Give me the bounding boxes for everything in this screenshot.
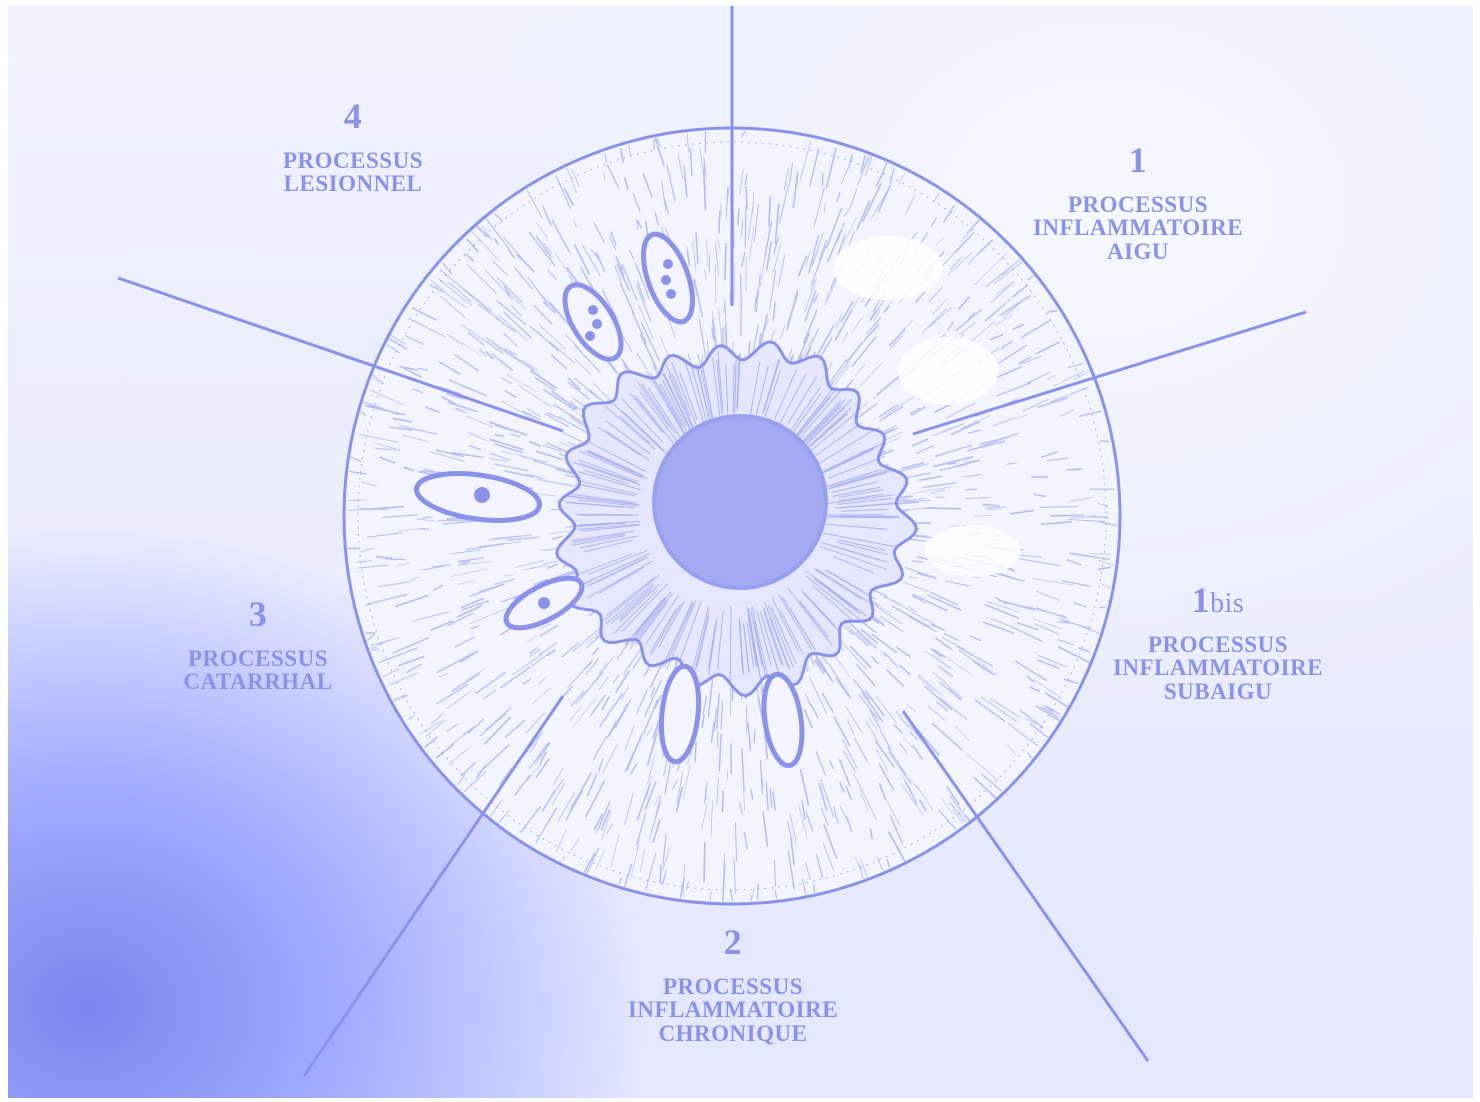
lacuna-dot	[592, 319, 602, 329]
sector-label-3: 3 PROCESSUS CATARRHAL	[153, 596, 363, 694]
light-patch	[898, 337, 998, 405]
lacuna-dot	[666, 289, 676, 299]
iris-fibre	[723, 792, 724, 812]
sector-label-2: 2 PROCESSUS INFLAMMATOIRE CHRONIQUE	[598, 924, 868, 1045]
iris-fibre	[1071, 517, 1096, 518]
sector-3-line-2: CATARRHAL	[153, 670, 363, 693]
sector-label-1: 1 PROCESSUS INFLAMMATOIRE AIGU	[1018, 142, 1258, 263]
sector-1bis-line-2: INFLAMMATOIRE	[1093, 656, 1343, 679]
sector-2-line-1: PROCESSUS	[598, 975, 868, 998]
light-patch	[833, 236, 943, 300]
light-patch	[925, 525, 1021, 577]
pupil	[654, 416, 826, 588]
collarette-fibre	[576, 514, 638, 515]
sector-1-line-2: INFLAMMATOIRE	[1018, 216, 1258, 239]
lacuna-dot	[661, 275, 671, 285]
sector-1bis-line-3: SUBAIGU	[1093, 680, 1343, 703]
iris-fibre	[733, 214, 734, 248]
iris-fibre	[386, 559, 405, 560]
sector-2-line-2: INFLAMMATOIRE	[598, 998, 868, 1021]
sector-number-1bis: 1bis	[1093, 582, 1343, 619]
iris-fibre	[1069, 469, 1079, 470]
sector-1bis-line-1: PROCESSUS	[1093, 633, 1343, 656]
collarette-fibre	[827, 515, 883, 516]
sector-number-1: 1	[1018, 142, 1258, 179]
lacuna-dot	[663, 259, 673, 269]
sector-label-1bis: 1bis PROCESSUS INFLAMMATOIRE SUBAIGU	[1093, 582, 1343, 703]
lacuna-dot	[585, 331, 595, 341]
iris-fibre	[758, 884, 759, 900]
lacuna-dot	[474, 487, 490, 503]
iris-fibre	[706, 789, 707, 799]
lacuna-dot	[538, 597, 550, 609]
iris-fibre	[704, 843, 705, 882]
sector-number-2: 2	[598, 924, 868, 961]
iris-fibre	[745, 206, 746, 246]
sector-4-line-2: LESIONNEL	[263, 172, 443, 195]
sector-1-line-3: AIGU	[1018, 240, 1258, 263]
collarette-fibre	[733, 365, 734, 415]
sector-label-4: 4 PROCESSUS LESIONNEL	[263, 98, 443, 196]
lacuna-dot	[588, 305, 598, 315]
iris-fibre	[754, 730, 755, 742]
sector-1-line-1: PROCESSUS	[1018, 193, 1258, 216]
sector-number-3: 3	[153, 596, 363, 633]
diagram-sheet: 4 PROCESSUS LESIONNEL 1 PROCESSUS INFLAM…	[8, 6, 1473, 1098]
iris-fibre	[660, 866, 661, 883]
iris-fibre	[725, 244, 726, 280]
sector-number-4: 4	[263, 98, 443, 135]
iris-fibre	[1051, 515, 1083, 516]
iris-fibre	[719, 212, 720, 233]
sector-2-line-3: CHRONIQUE	[598, 1022, 868, 1045]
iris-fibre	[695, 743, 696, 762]
iris-fibre	[738, 209, 739, 224]
sector-3-line-1: PROCESSUS	[153, 647, 363, 670]
sector-4-line-1: PROCESSUS	[263, 149, 443, 172]
iris-fibre	[1057, 516, 1065, 517]
iris-fibre	[926, 508, 960, 509]
